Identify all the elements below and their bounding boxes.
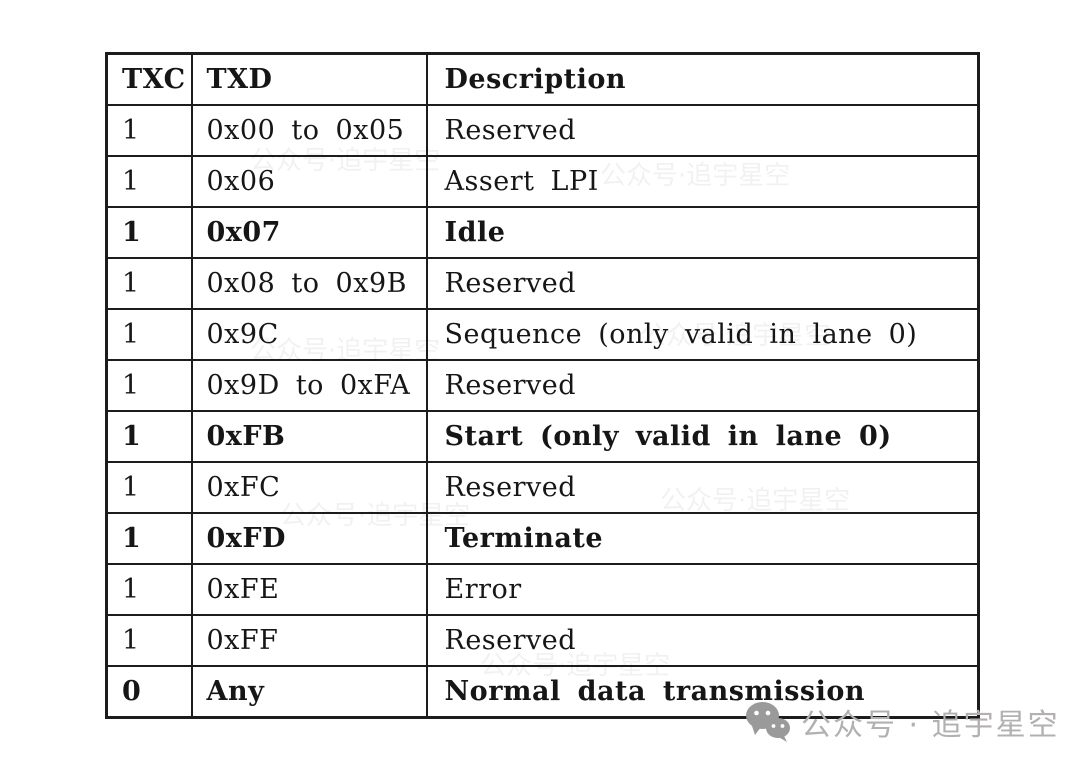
description-cell: Terminate [425, 512, 980, 565]
description-cell: Reserved [425, 461, 980, 514]
description-cell: Sequence (only valid in lane 0) [425, 308, 980, 361]
watermark-account-name: 公众号 · 追宇星空 [801, 708, 1060, 743]
txd-cell: 0x08 to 0x9B [190, 257, 428, 310]
table-row: 1 0x9C Sequence (only valid in lane 0) [105, 308, 980, 361]
column-header-txd: TXD [190, 52, 428, 106]
column-header-description: Description [425, 52, 980, 106]
txc-cell: 1 [105, 410, 193, 463]
txc-cell: 1 [105, 563, 193, 616]
description-cell: Idle [425, 206, 980, 259]
account-watermark: 公众号 · 追宇星空 [745, 700, 1060, 744]
table-row: 1 0xFB Start (only valid in lane 0) [105, 410, 980, 463]
description-cell: Assert LPI [425, 155, 980, 208]
txc-cell: 1 [105, 257, 193, 310]
txd-cell: 0xFE [190, 563, 428, 616]
description-cell: Error [425, 563, 980, 616]
table-row: 1 0xFC Reserved [105, 461, 980, 514]
txc-cell: 1 [105, 461, 193, 514]
txc-cell: 1 [105, 206, 193, 259]
table-row: 1 0x08 to 0x9B Reserved [105, 257, 980, 310]
txd-cell: 0x9C [190, 308, 428, 361]
table-row: 1 0xFD Terminate [105, 512, 980, 565]
txc-cell: 1 [105, 308, 193, 361]
txd-cell: Any [190, 665, 428, 719]
description-cell: Start (only valid in lane 0) [425, 410, 980, 463]
txd-cell: 0xFD [190, 512, 428, 565]
table-row: 1 0x07 Idle [105, 206, 980, 259]
table-row: 1 0xFF Reserved [105, 614, 980, 667]
table-row: 0 Any Normal data transmission [105, 665, 980, 719]
txc-cell: 1 [105, 104, 193, 157]
table-row: 1 0xFE Error [105, 563, 980, 616]
txd-cell: 0xFF [190, 614, 428, 667]
txc-cell: 1 [105, 359, 193, 412]
txd-cell: 0xFC [190, 461, 428, 514]
table-row: 1 0x00 to 0x05 Reserved [105, 104, 980, 157]
table-row: 1 0x06 Assert LPI [105, 155, 980, 208]
txd-cell: 0xFB [190, 410, 428, 463]
column-header-txc: TXC [105, 52, 193, 106]
txc-cell: 0 [105, 665, 193, 719]
txd-cell: 0x9D to 0xFA [190, 359, 428, 412]
description-cell: Reserved [425, 104, 980, 157]
txc-txd-description-table: TXC TXD Description 1 0x00 to 0x05 Reser… [105, 52, 980, 719]
txd-cell: 0x06 [190, 155, 428, 208]
txc-cell: 1 [105, 512, 193, 565]
description-cell: Reserved [425, 257, 980, 310]
description-cell: Normal data transmission [425, 665, 980, 719]
table-header-row: TXC TXD Description [105, 52, 980, 106]
wechat-icon [745, 701, 791, 743]
description-cell: Reserved [425, 359, 980, 412]
table-body: 1 0x00 to 0x05 Reserved 1 0x06 Assert LP… [105, 104, 980, 719]
txd-cell: 0x00 to 0x05 [190, 104, 428, 157]
code-table-container: TXC TXD Description 1 0x00 to 0x05 Reser… [105, 52, 980, 719]
txc-cell: 1 [105, 614, 193, 667]
txc-cell: 1 [105, 155, 193, 208]
description-cell: Reserved [425, 614, 980, 667]
table-row: 1 0x9D to 0xFA Reserved [105, 359, 980, 412]
txd-cell: 0x07 [190, 206, 428, 259]
